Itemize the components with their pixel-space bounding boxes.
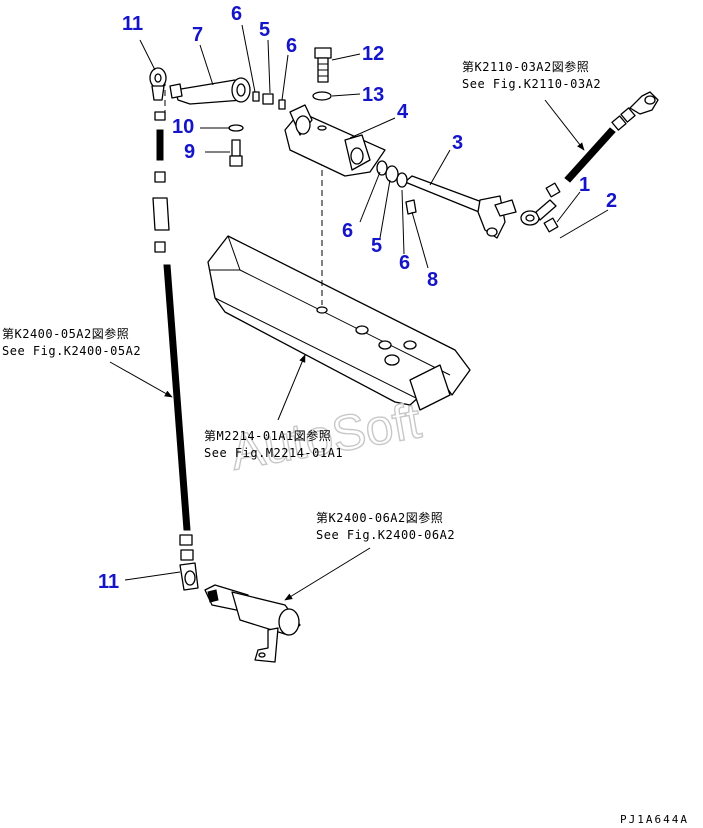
callout-6-a: 6 xyxy=(231,3,242,25)
callout-2: 2 xyxy=(606,190,617,212)
ref-m2214-jp: 第M2214-01A1図参照 xyxy=(204,428,331,443)
callout-4: 4 xyxy=(397,101,409,123)
callout-3: 3 xyxy=(452,132,463,154)
lever-7 xyxy=(169,77,251,105)
lower-lever xyxy=(204,584,301,663)
callout-6-b: 6 xyxy=(286,35,297,57)
ref-k2110-en: See Fig.K2110-03A2 xyxy=(462,77,601,91)
washer-6-a xyxy=(252,91,260,102)
arrow-k2400-05 xyxy=(109,361,173,398)
washer-6-b xyxy=(278,99,286,110)
callout-10: 10 xyxy=(172,116,194,138)
rod-end-11-bottom xyxy=(179,562,199,591)
callout-5-b: 5 xyxy=(371,235,382,257)
callout-6-c: 6 xyxy=(342,220,353,242)
callout-11-top: 11 xyxy=(122,13,143,35)
frame-beam xyxy=(207,235,471,411)
washer-6-d xyxy=(396,172,408,188)
callout-9: 9 xyxy=(184,141,195,163)
callout-12: 12 xyxy=(362,43,384,65)
washer-13 xyxy=(312,91,332,101)
upper-rod xyxy=(545,91,659,198)
bracket-4 xyxy=(284,104,386,177)
arrow-m2214 xyxy=(277,354,306,421)
ref-k2400-05-jp: 第K2400-05A2図参照 xyxy=(2,326,129,341)
ref-k2400-05-en: See Fig.K2400-05A2 xyxy=(2,344,141,358)
ref-k2400-06-en: See Fig.K2400-06A2 xyxy=(316,528,455,542)
callout-7: 7 xyxy=(192,24,203,46)
washer-10 xyxy=(228,124,244,132)
spacer-5-b xyxy=(385,165,399,183)
arrow-k2110 xyxy=(544,99,585,151)
callout-11-bottom: 11 xyxy=(98,571,119,593)
callout-8: 8 xyxy=(427,269,438,291)
rod-end-11-top xyxy=(149,67,167,101)
leader-lines xyxy=(124,24,609,581)
ref-k2400-06-jp: 第K2400-06A2図参照 xyxy=(316,510,443,525)
shaft-3 xyxy=(404,175,517,239)
ref-k2110-jp: 第K2110-03A2図参照 xyxy=(462,59,589,74)
bolt-12 xyxy=(314,47,332,83)
callout-13: 13 xyxy=(362,84,384,106)
rod-assembly xyxy=(152,111,194,561)
washer-6-c xyxy=(376,160,388,176)
bolt-9 xyxy=(229,139,243,167)
arrow-k2400-06 xyxy=(284,547,371,601)
drawing-code: PJ1A644A xyxy=(620,813,689,826)
spacer-5-a xyxy=(262,93,274,105)
pin-8 xyxy=(405,199,417,215)
callout-5-a: 5 xyxy=(259,19,270,41)
rod-end-1 xyxy=(520,199,559,233)
callout-1: 1 xyxy=(579,174,590,196)
callout-6-d: 6 xyxy=(399,252,410,274)
ref-m2214-en: See Fig.M2214-01A1 xyxy=(204,446,343,460)
